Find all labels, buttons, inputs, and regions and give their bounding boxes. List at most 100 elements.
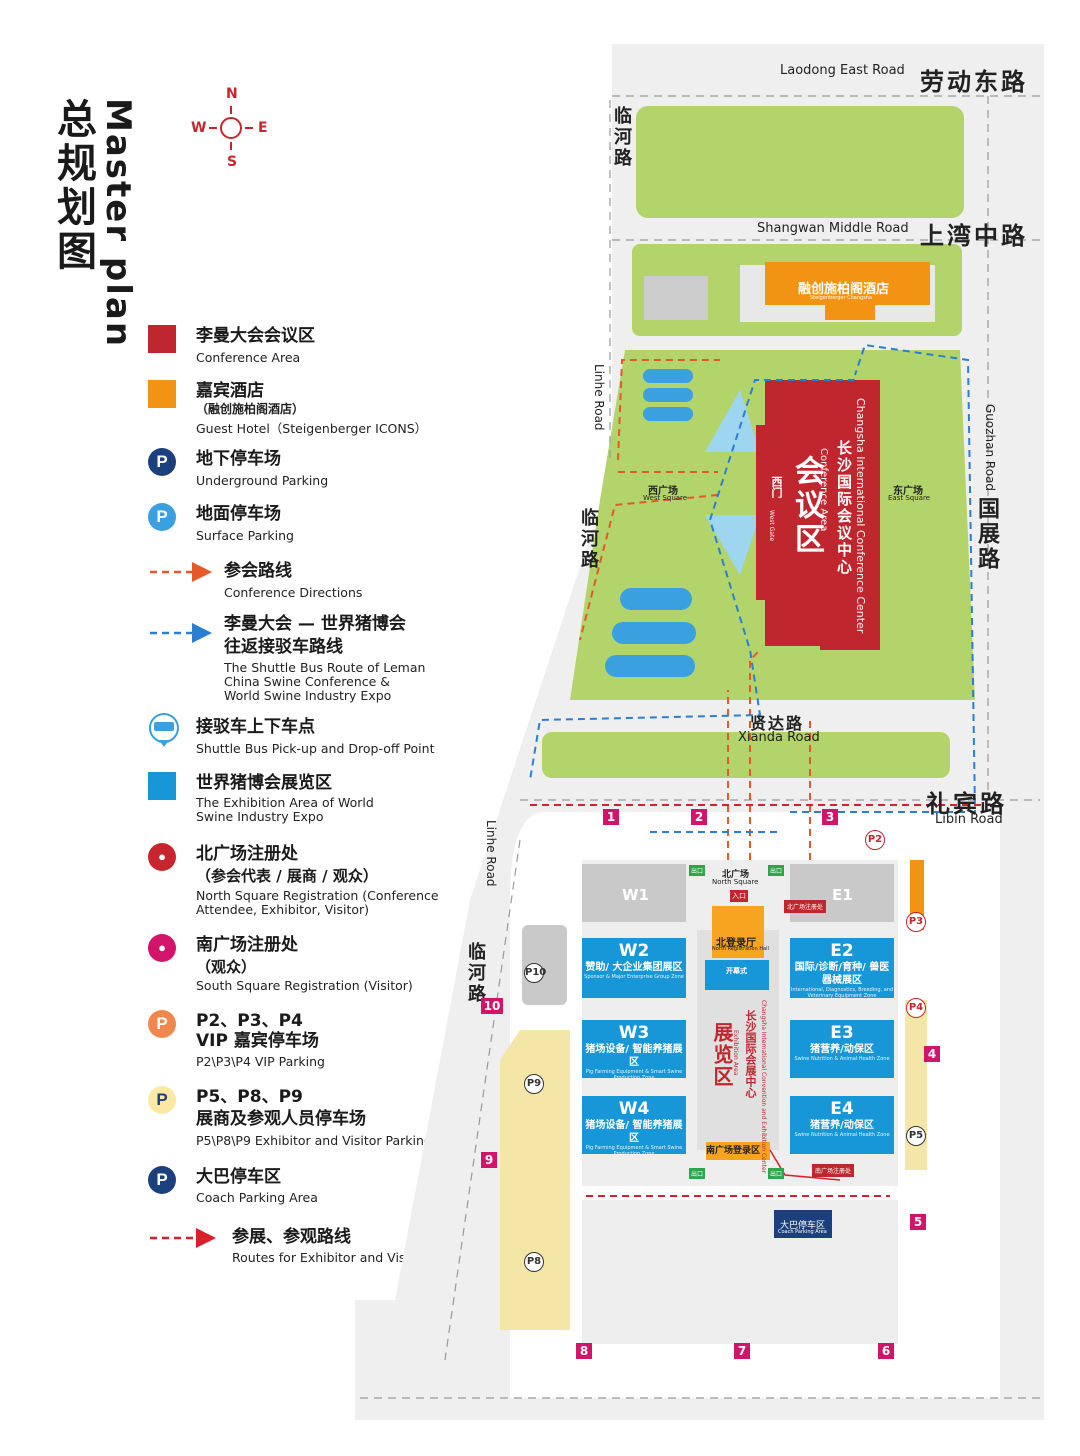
north-entrance: 入口 <box>730 890 748 902</box>
hall-w1: W1 <box>622 886 649 904</box>
east-square-cn: 东广场 <box>893 486 923 497</box>
road-laodong-en: Laodong East Road <box>780 63 905 78</box>
compass-e: E <box>258 120 268 136</box>
legend-label: P5、P8、P9 <box>196 1087 303 1107</box>
hall-e4: E4 猪营养/动保区 Swine Nutrition & Animal Heal… <box>790 1096 894 1154</box>
coach-parking-label: 大巴停车区 <box>780 1221 826 1231</box>
exhibition-area-en: Exhibition Area <box>732 1030 739 1076</box>
parking-p5: P5 <box>906 1126 926 1146</box>
legend-label: 南广场注册处 <box>196 935 298 955</box>
gate-1: 1 <box>603 809 619 825</box>
road-linhe-cn-south: 临河路 <box>465 942 486 1005</box>
underground-parking-icon: P <box>148 448 176 476</box>
compass-w: W <box>191 120 207 136</box>
legend-sublabel: Coach Parking Area <box>196 1190 318 1205</box>
exhibition-center-en: Changsha International Convention and Ex… <box>760 1000 767 1174</box>
legend-label: 世界猪博会展览区 <box>196 773 332 793</box>
west-gate-cn: 西门 <box>770 476 783 498</box>
legend-label: 地下停车场 <box>196 449 281 469</box>
road-xianda-cn: 贤达路 <box>750 714 805 733</box>
legend-label-2: 往返接驳车路线 <box>224 637 343 657</box>
legend-label-2: VIP 嘉宾停车场 <box>196 1031 319 1051</box>
legend-label: P2、P3、P4 <box>196 1011 303 1031</box>
hall-id: E3 <box>830 1023 854 1043</box>
legend-label: 北广场注册处 <box>196 844 298 864</box>
gate-3: 3 <box>822 809 838 825</box>
legend-sublabel: P5\P8\P9 Exhibitor and Visitor Parking <box>196 1133 432 1148</box>
legend-sublabel-2: Swine Industry Expo <box>196 809 324 824</box>
legend-sublabel-3: World Swine Industry Expo <box>224 688 392 703</box>
legend-label: 李曼大会会议区 <box>196 326 315 346</box>
gate-6: 6 <box>878 1343 894 1359</box>
legend-label: 接驳车上下车点 <box>196 717 315 737</box>
blue-dashed-arrow-icon <box>150 623 212 643</box>
exit-se: 出口 <box>768 1168 785 1179</box>
parking-p4: P4 <box>906 998 926 1018</box>
opening-label: 开幕式 <box>726 967 747 975</box>
road-libin-cn: 礼宾路 <box>926 790 1007 818</box>
legend-sublabel: North Square Registration (Conference <box>196 888 439 903</box>
legend-sublabel: Routes for Exhibitor and Visitor <box>232 1250 427 1265</box>
road-linhe-cn-north: 临河路 <box>611 106 632 169</box>
legend-label: 嘉宾酒店 <box>196 381 264 401</box>
exit-sw: 出口 <box>689 1168 706 1179</box>
road-libin-en: Libin Road <box>935 812 1003 827</box>
legend-sublabel: Guest Hotel（Steigenberger ICONS） <box>196 421 428 436</box>
road-linhe-en-north: Linhe Road <box>592 364 606 431</box>
gate-9: 9 <box>481 1152 497 1168</box>
hall-id: E2 <box>830 941 854 961</box>
road-laodong-cn: 劳动东路 <box>920 68 1028 96</box>
road-linhe-en-south: Linhe Road <box>484 820 498 887</box>
blue-square-icon <box>148 772 176 800</box>
north-reg-tag: 北广场注册处 <box>784 900 827 913</box>
hall-id: E4 <box>830 1099 854 1119</box>
exit-ne: 出口 <box>768 865 785 876</box>
exhibition-area-label: 展览区 <box>710 1022 734 1088</box>
conference-center-cn: 长沙国际会议中心 <box>835 440 853 576</box>
hall-desc: 猪场设备/ 智能养猪展区 <box>585 1044 683 1068</box>
orange-square-icon <box>148 380 176 408</box>
road-guozhan-cn: 国展路 <box>974 497 999 572</box>
legend-label-2: 展商及参观人员停车场 <box>196 1109 366 1129</box>
conference-center-en: Changsha International Conference Center <box>854 398 867 634</box>
coach-parking-label-en: Coach Parking Area <box>778 1229 827 1235</box>
west-square-en: West Square <box>643 494 688 502</box>
road-shangwan-en: Shangwan Middle Road <box>757 221 909 236</box>
north-reg-hall-cn: 北登录厅 <box>716 938 756 949</box>
compass-n: N <box>226 86 238 102</box>
legend-label-2: （观众） <box>196 958 257 976</box>
vip-parking-icon: P <box>148 1010 176 1038</box>
legend-label: 地面停车场 <box>196 504 281 524</box>
north-square-en: North Square <box>712 878 759 886</box>
legend-label: 参展、参观路线 <box>232 1227 351 1247</box>
north-square-cn: 北广场 <box>722 870 750 880</box>
road-xianda-en: Xianda Road <box>738 730 820 745</box>
legend-sublabel-2: China Swine Conference & <box>224 674 391 689</box>
west-gate-en: West Gate <box>768 510 775 542</box>
conference-area-en: Conference Area <box>818 448 829 532</box>
hall-e2: E2 国际/诊断/育种/ 兽医器械展区 International, Diagn… <box>790 938 894 999</box>
compass-icon <box>209 106 253 150</box>
page-title-en: Master plan <box>98 98 138 349</box>
hall-desc-en: International, Diagnostics, Breeding, an… <box>790 987 894 999</box>
legend-label: 参会路线 <box>224 561 292 581</box>
legend-sublabel: Shuttle Bus Pick-up and Drop-off Point <box>196 741 435 756</box>
red-square-icon <box>148 325 176 353</box>
conference-area-label: 会议区 <box>789 455 824 557</box>
parking-p10: P10 <box>524 963 546 983</box>
hall-w4: W4 猪场设备/ 智能养猪展区 Pig Farming Equipment & … <box>582 1096 686 1157</box>
hall-desc: 猪营养/动保区 <box>810 1120 874 1131</box>
legend-sublabel: The Exhibition Area of World <box>196 795 374 810</box>
legend-sublabel: The Shuttle Bus Route of Leman <box>224 660 426 675</box>
west-square-cn: 西广场 <box>648 486 678 497</box>
hall-desc-en: Pig Farming Equipment & Smart Swine Prod… <box>585 1069 683 1081</box>
legend-sublabel: Conference Area <box>196 350 301 365</box>
hall-desc: 国际/诊断/育种/ 兽医器械展区 <box>794 962 890 986</box>
hall-id: W2 <box>618 941 650 961</box>
gate-7: 7 <box>734 1343 750 1359</box>
hall-id: W4 <box>618 1099 650 1119</box>
north-reg-hall-en: North Registration Hall <box>712 946 769 952</box>
road-guozhan-en: Guozhan Road <box>983 404 997 492</box>
legend-sublabel: South Square Registration (Visitor) <box>196 978 413 993</box>
